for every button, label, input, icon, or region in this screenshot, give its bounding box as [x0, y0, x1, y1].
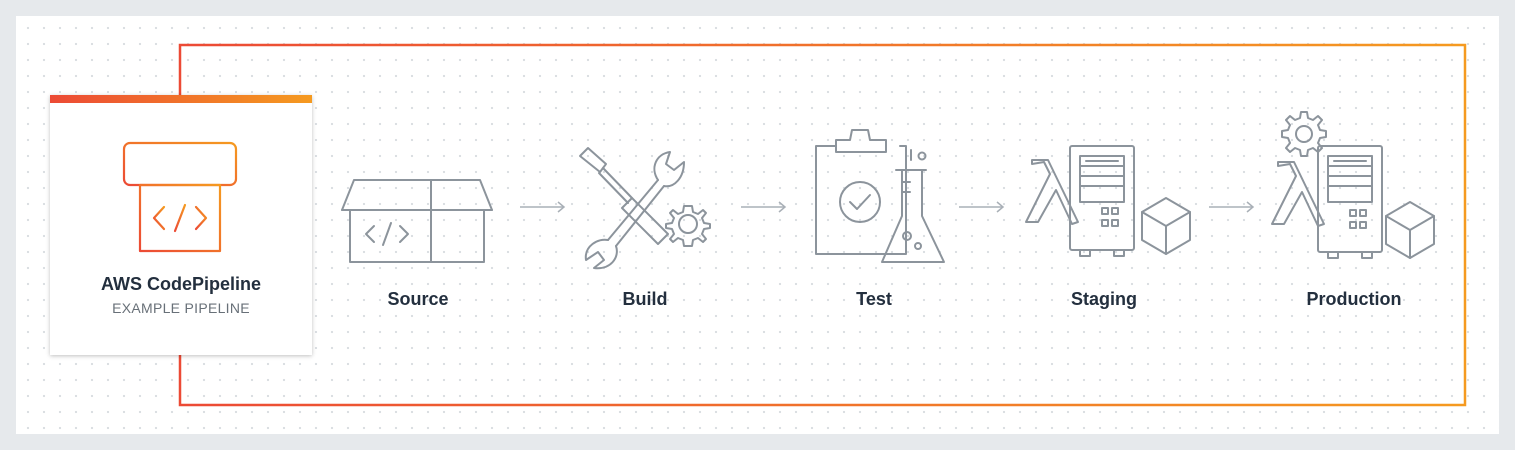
stage-label-test: Test: [856, 289, 892, 309]
arrow-right-icon: [520, 201, 566, 213]
stage-label-source: Source: [387, 289, 449, 309]
stage-label-production: Production: [1306, 289, 1402, 309]
stage-label-build: Build: [622, 289, 668, 309]
test-clipboard-flask-icon: [815, 129, 945, 263]
production-gear-lambda-server-cube-icon: [1271, 111, 1435, 259]
codepipeline-icon: [122, 141, 238, 253]
pipeline-subtitle: EXAMPLE PIPELINE: [112, 300, 250, 316]
staging-lambda-server-cube-icon: [1025, 145, 1191, 257]
arrow-right-icon: [959, 201, 1005, 213]
pipeline-card[interactable]: [50, 95, 312, 355]
arrow-right-icon: [741, 201, 787, 213]
stage-label-staging: Staging: [1071, 289, 1137, 309]
arrow-right-icon: [1209, 201, 1255, 213]
diagram-canvas: [16, 16, 1499, 434]
pipeline-title: AWS CodePipeline: [100, 274, 262, 294]
source-box-code-icon: [341, 179, 493, 263]
card-accent-bar: [50, 95, 312, 103]
build-tools-gear-icon: [579, 147, 711, 270]
